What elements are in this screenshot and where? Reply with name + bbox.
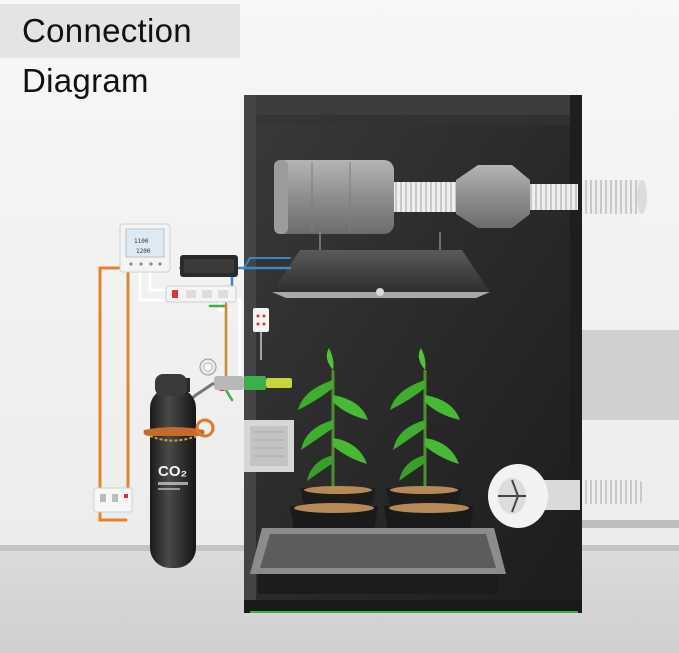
fan-icon xyxy=(488,464,642,528)
grow-light xyxy=(272,232,490,298)
solenoid-valve xyxy=(244,376,266,390)
co2-cylinder: CO₂ xyxy=(143,374,215,568)
exhaust-duct-outside xyxy=(582,180,642,214)
side-counter xyxy=(582,330,679,420)
inline-fan xyxy=(456,165,530,228)
carbon-filter xyxy=(274,160,394,234)
grow-light-hood xyxy=(272,250,490,292)
flex-duct-inner xyxy=(394,182,456,212)
carbon-filter-assembly xyxy=(274,160,647,234)
side-counter-base xyxy=(582,520,679,528)
wire-orange xyxy=(98,266,128,522)
tent-left-frame xyxy=(244,95,256,613)
tent-top-edge xyxy=(244,95,582,115)
thermometer-icon xyxy=(253,308,269,360)
cylinder-chain xyxy=(149,433,203,442)
co2-nozzle xyxy=(266,378,292,388)
diagram-title-line-2: Diagram xyxy=(22,62,149,99)
cylinder-label: CO₂ xyxy=(158,463,187,480)
plant-right xyxy=(390,348,460,490)
tent-inner-rail xyxy=(256,115,570,125)
wall-unit xyxy=(244,420,294,472)
co2-regulator xyxy=(189,358,292,402)
controller-reading-bottom: 1200 xyxy=(136,248,151,255)
tent-floor xyxy=(244,600,582,613)
plant-left xyxy=(298,348,368,490)
tray-stand xyxy=(258,574,498,594)
diagram-title-line-1: Connection xyxy=(22,12,192,49)
intake-duct xyxy=(582,480,642,504)
power-strip xyxy=(165,285,237,303)
grow-light-icon xyxy=(376,288,384,296)
tent-right-frame xyxy=(570,95,582,613)
pots-and-tray xyxy=(250,486,506,594)
carbon-filter-cap xyxy=(274,160,288,234)
controller-reading-top: 1100 xyxy=(134,238,149,245)
exhaust-duct-inside xyxy=(530,184,578,210)
wall-socket xyxy=(93,487,133,513)
plants xyxy=(298,348,460,490)
title-highlight xyxy=(0,4,240,58)
co2-controller: 1100 1200 xyxy=(119,223,171,273)
